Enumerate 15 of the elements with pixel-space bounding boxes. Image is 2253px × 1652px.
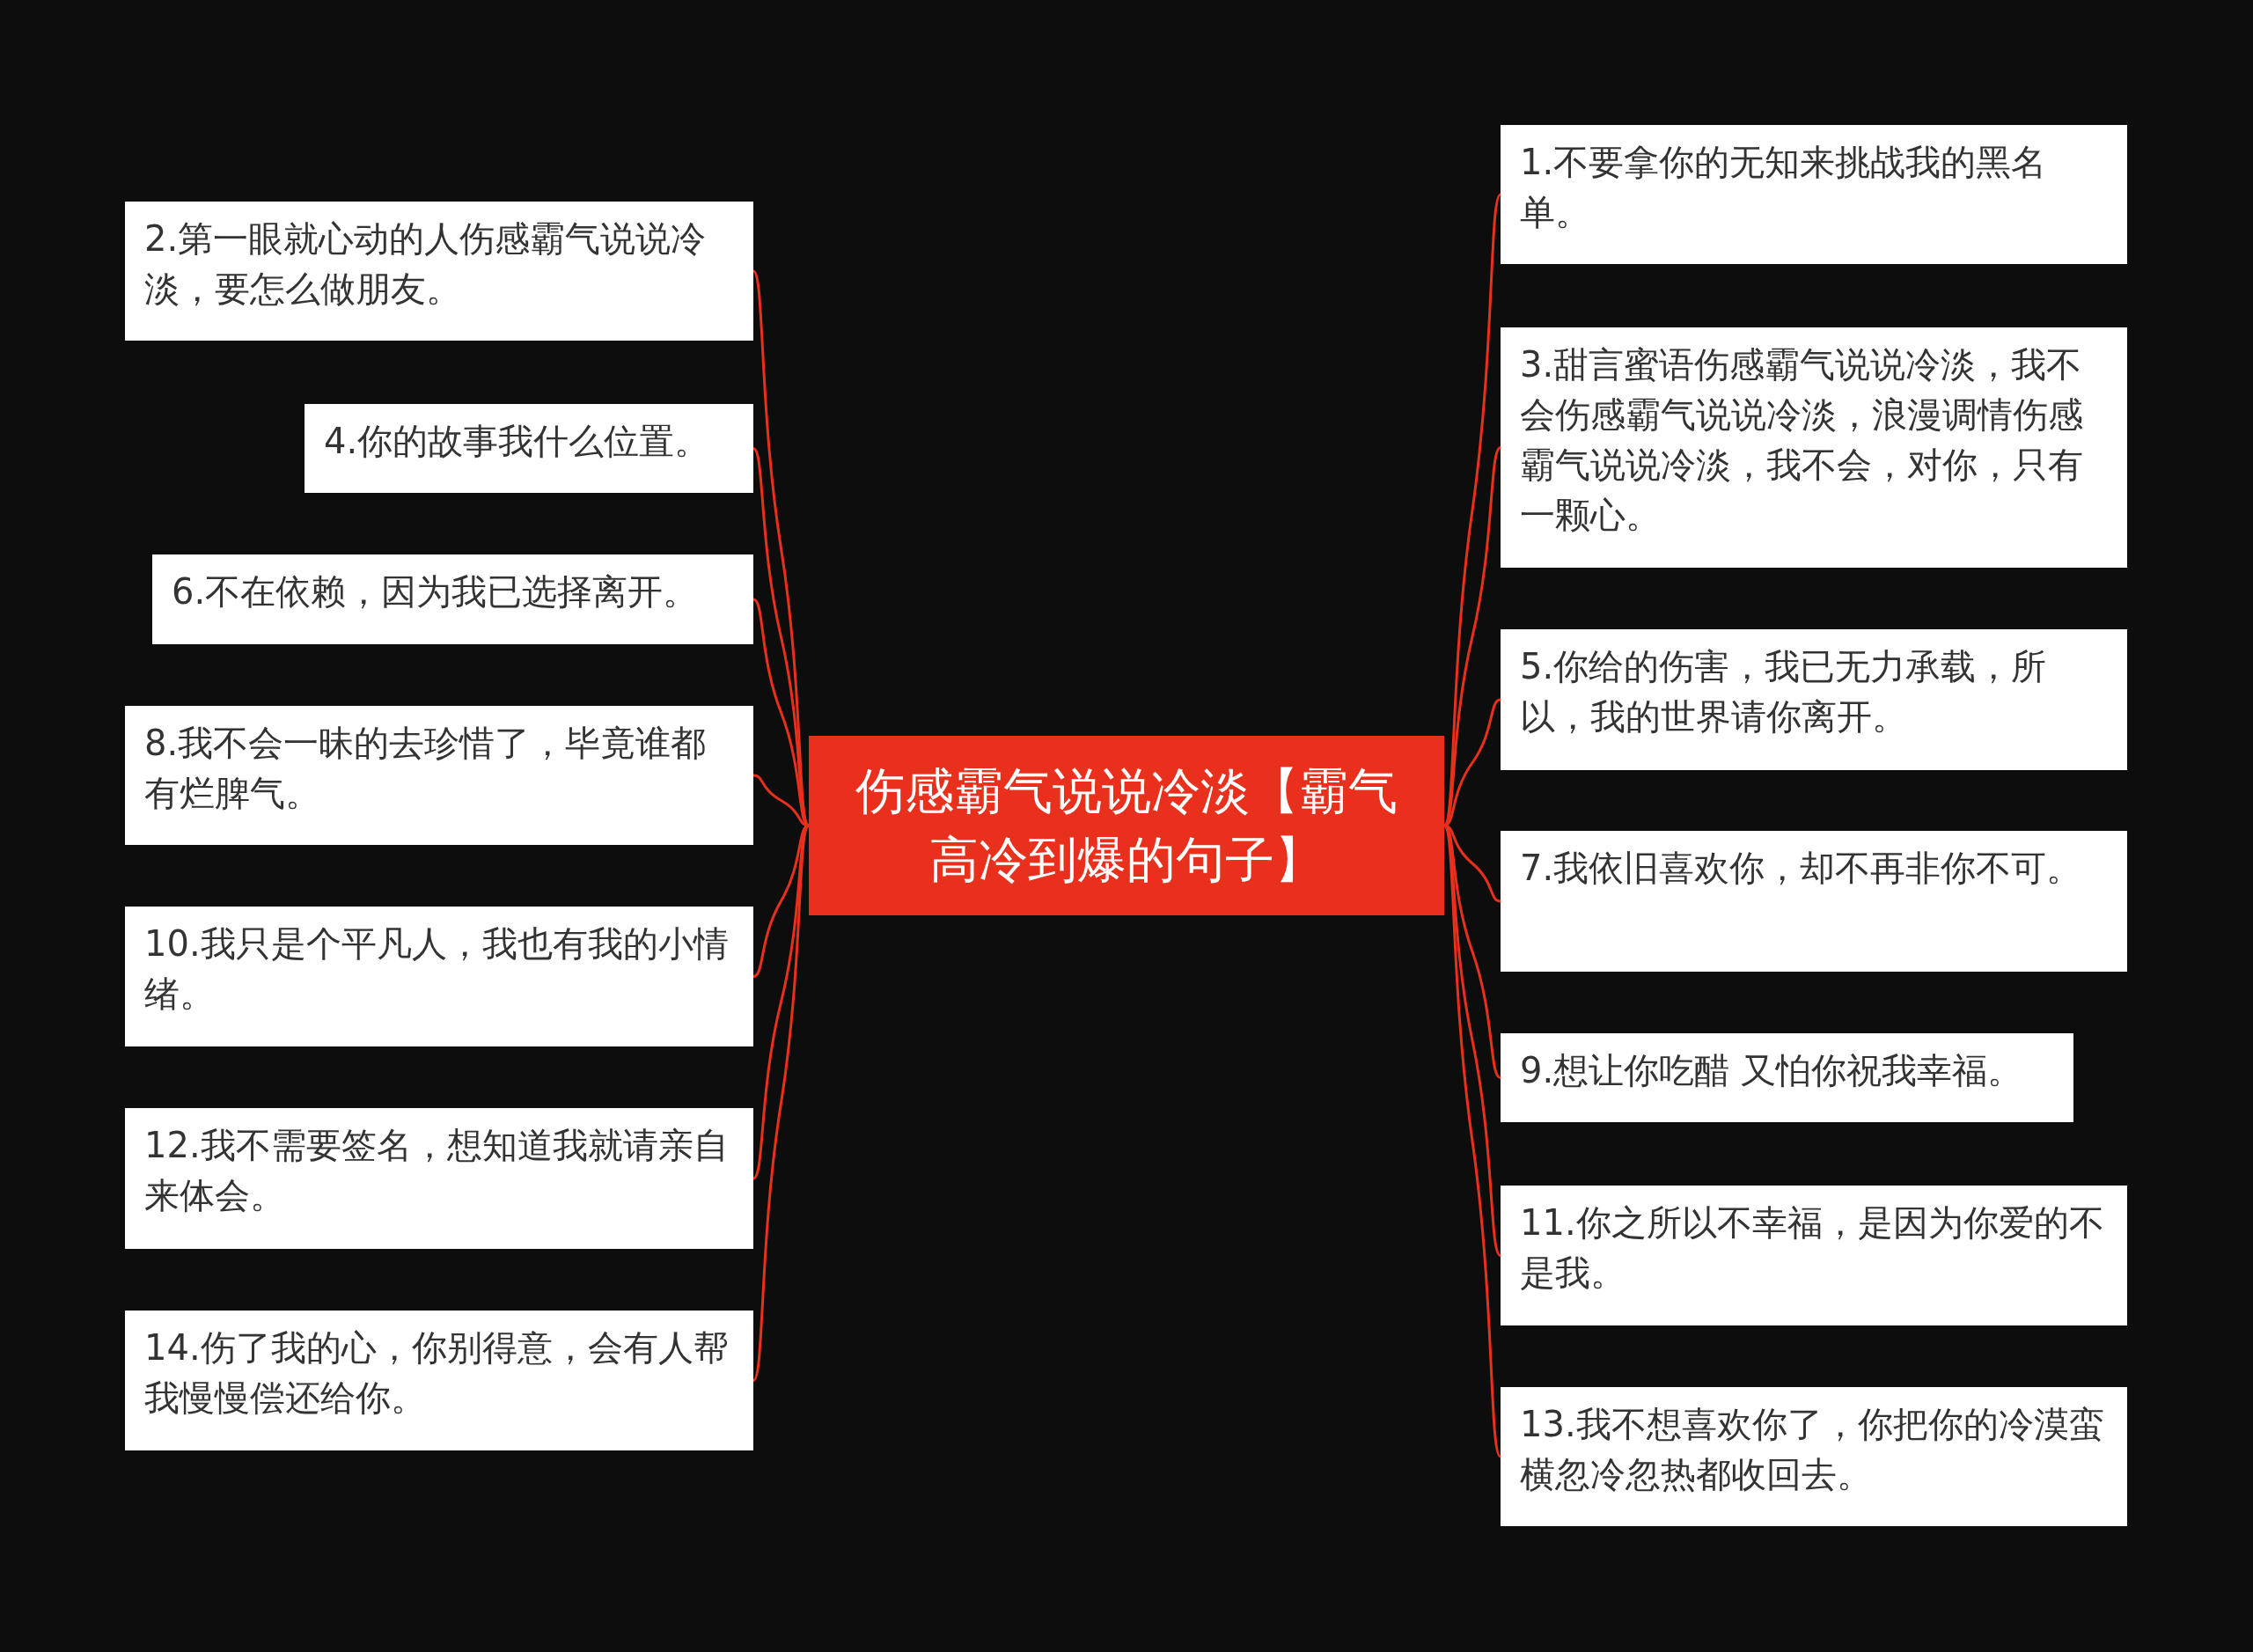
- text-box: 2.第一眼就心动的人伤感霸气说说冷淡，要怎么做朋友。: [125, 202, 753, 341]
- text-box: 4.你的故事我什么位置。: [305, 404, 753, 493]
- text-box: 13.我不想喜欢你了，你把你的冷漠蛮横忽冷忽热都收回去。: [1501, 1387, 2127, 1526]
- topic-box: 伤感霸气说说冷淡【霸气高冷到爆的句子】: [809, 736, 1444, 915]
- text-box: 14.伤了我的心，你别得意，会有人帮我慢慢偿还给你。: [125, 1311, 753, 1450]
- text-box: 8.我不会一昧的去珍惜了，毕竟谁都有烂脾气。: [125, 706, 753, 845]
- text-box: 12.我不需要签名，想知道我就请亲自来体会。: [125, 1108, 753, 1249]
- text-box: 3.甜言蜜语伤感霸气说说冷淡，我不会伤感霸气说说冷淡，浪漫调情伤感霸气说说冷淡，我不会，对你，只有一颗心。: [1501, 327, 2127, 568]
- text-box: 9.想让你吃醋 又怕你祝我幸福。: [1501, 1033, 2073, 1122]
- text-box: 5.你给的伤害，我已无力承载，所以，我的世界请你离开。: [1501, 629, 2127, 770]
- text-box: 7.我依旧喜欢你，却不再非你不可。: [1501, 831, 2127, 972]
- text-box: 11.你之所以不幸福，是因为你爱的不是我。: [1501, 1186, 2127, 1325]
- text-box: 1.不要拿你的无知来挑战我的黑名单。: [1501, 125, 2127, 264]
- text-box: 10.我只是个平凡人，我也有我的小情绪。: [125, 907, 753, 1046]
- text-box: 6.不在依赖，因为我已选择离开。: [152, 554, 753, 644]
